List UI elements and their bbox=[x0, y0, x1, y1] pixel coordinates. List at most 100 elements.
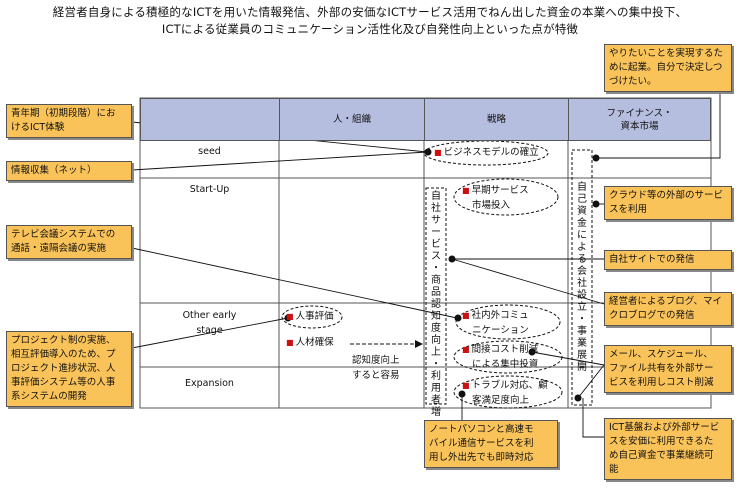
vertical-char: 資 bbox=[577, 206, 587, 217]
vertical-char: 自 bbox=[431, 191, 441, 202]
vertical-char: ー bbox=[431, 227, 441, 238]
stage-other-2: stage bbox=[196, 325, 223, 336]
header-blank bbox=[140, 98, 280, 141]
vertical-char: 会 bbox=[577, 266, 587, 277]
connector-want bbox=[596, 90, 721, 159]
vertical-char: 認 bbox=[431, 299, 441, 310]
vertical-char: に bbox=[577, 230, 587, 241]
note-want: やりたいことを実現するた めに起業。自分で決定しつ づけたい。 bbox=[604, 44, 732, 92]
connector-ict bbox=[582, 398, 604, 438]
vertical-char: 業 bbox=[577, 338, 587, 349]
note-pc-line-1: ノートパソコンと高速モ bbox=[429, 424, 534, 435]
item-internal-comm: ■社内外コミュ bbox=[462, 309, 529, 323]
item-internal-comm-label-1: 社内外コミュ bbox=[471, 310, 529, 321]
note-blog: 経営者によるブログ、マイ クロブログでの発信 bbox=[604, 292, 732, 326]
note-pc-line-3: 用し外出先でも即時対応 bbox=[429, 452, 534, 463]
vertical-char: 開 bbox=[577, 362, 587, 373]
dot-internal bbox=[454, 314, 462, 322]
stage-startup: Start-Up bbox=[189, 184, 230, 195]
dot-trouble bbox=[458, 390, 466, 398]
vertical-char: 度 bbox=[431, 323, 441, 334]
vertical-char: 社 bbox=[577, 278, 587, 289]
vertical-char: 増 bbox=[431, 407, 441, 418]
vertical-strategy-text: 自社サービス・商品認知度向上・利用者増 bbox=[430, 191, 442, 419]
note-info-line: 情報収集（ネット） bbox=[11, 165, 97, 176]
note-mail-line-2: ファイル共有を外部サー bbox=[609, 363, 714, 374]
note-ict: ICT基盤および外部サービ スを安価に利用できるた め自己資金で事業継続可 能 bbox=[604, 418, 732, 480]
vertical-char: 立 bbox=[577, 302, 587, 313]
dot-want bbox=[592, 154, 600, 162]
recognition-text-1: 認知度向上 bbox=[352, 355, 400, 366]
note-ict-line-2: スを安価に利用できるた bbox=[609, 436, 714, 447]
note-ict-line-4: 能 bbox=[609, 464, 619, 475]
ellipse-business-model bbox=[423, 140, 549, 166]
dot-cloud bbox=[592, 200, 600, 208]
note-ict-line-3: め自己資金で事業継続可 bbox=[609, 450, 714, 461]
item-business-model-label: ビジネスモデルの確立 bbox=[443, 147, 539, 158]
vertical-char: 事 bbox=[577, 326, 587, 337]
bullet-icon: ■ bbox=[462, 345, 470, 354]
note-tv-line-2: 通話・遠隔会議の実施 bbox=[11, 243, 107, 254]
note-pc: ノートパソコンと高速モ バイル通信サービスを利 用し外出先でも即時対応 bbox=[424, 420, 558, 468]
vertical-char: ・ bbox=[431, 263, 441, 274]
vertical-char: 己 bbox=[577, 194, 587, 205]
note-blog-line-2: クロブログでの発信 bbox=[609, 310, 695, 321]
header-strategy: 戦略 bbox=[424, 98, 569, 141]
note-cloud-line-1: クラウド等の外部のサービ bbox=[609, 190, 724, 201]
item-hr-eval-label: 人事評価 bbox=[295, 311, 334, 322]
note-mail-line-1: メール、スケジュール、 bbox=[609, 349, 713, 360]
vertical-char: 上 bbox=[431, 347, 441, 358]
connector-project bbox=[131, 317, 289, 349]
item-early-service-label-1: 早期サービス bbox=[471, 185, 529, 196]
note-ict-line-1: ICT基盤および外部サービ bbox=[609, 422, 720, 433]
bullet-icon: ■ bbox=[434, 148, 442, 157]
vertical-char: 金 bbox=[577, 218, 587, 229]
note-tv-line-1: テレビ会議システムでの bbox=[11, 229, 116, 240]
note-mail-line-3: ビスを利用しコスト削減 bbox=[609, 377, 714, 388]
header-people-label: 人・組織 bbox=[332, 114, 371, 125]
vertical-char: る bbox=[577, 254, 587, 265]
note-mail: メール、スケジュール、 ファイル共有を外部サー ビスを利用しコスト削減 bbox=[604, 345, 732, 393]
note-project: プロジェクト制の実施、 相互評価導入のため、プ ロジェクト進捗状況、人 事評価シ… bbox=[6, 331, 132, 407]
dot-finance-bottom bbox=[574, 394, 582, 402]
vertical-char: 知 bbox=[431, 311, 441, 322]
note-want-line-1: やりたいことを実現するた bbox=[609, 48, 724, 59]
dot-business-model bbox=[424, 148, 432, 156]
vertical-char: ・ bbox=[431, 359, 441, 370]
vertical-char: 設 bbox=[577, 290, 587, 301]
vertical-char: 向 bbox=[431, 335, 441, 346]
item-cost-cut: ■間接コスト削減 bbox=[462, 343, 538, 357]
connector-tv bbox=[131, 247, 458, 319]
item-hr-secure: ■人材確保 bbox=[286, 336, 334, 350]
vertical-char: ス bbox=[431, 251, 441, 262]
header-finance-label-2: 資本市場 bbox=[620, 120, 659, 132]
bullet-icon: ■ bbox=[286, 312, 294, 321]
note-youth: 青年期（初期段階）にお けるICT体験 bbox=[6, 104, 132, 138]
bullet-icon: ■ bbox=[462, 186, 470, 195]
vertical-char: 社 bbox=[431, 203, 441, 214]
note-want-line-2: めに起業。自分で決定しつ bbox=[609, 62, 723, 73]
note-project-line-2: 相互評価導入のため、プ bbox=[11, 349, 116, 360]
note-pc-line-2: バイル通信サービスを利 bbox=[429, 438, 534, 449]
item-cost-cut-2: による集中投資 bbox=[472, 359, 539, 370]
item-cost-cut-label-1: 間接コスト削減 bbox=[471, 344, 539, 355]
header-people: 人・組織 bbox=[279, 98, 425, 141]
vertical-box-finance bbox=[571, 149, 593, 406]
header-finance-label-1: ファイナンス・ bbox=[606, 107, 673, 119]
note-youth-line-2: けるICT体験 bbox=[11, 122, 65, 133]
dot-hr bbox=[284, 314, 292, 322]
item-trouble-2: 客満足度向上 bbox=[472, 395, 530, 406]
ellipse-internal-comm bbox=[455, 304, 561, 340]
vertical-char: 利 bbox=[431, 371, 441, 382]
note-info: 情報収集（ネット） bbox=[6, 161, 132, 181]
header-strategy-label: 戦略 bbox=[486, 114, 506, 125]
header-finance: ファイナンス・ 資本市場 bbox=[568, 98, 711, 141]
item-early-service: ■早期サービス bbox=[462, 184, 529, 198]
note-project-line-3: ロジェクト進捗状況、人 bbox=[11, 363, 116, 374]
connector-blog bbox=[451, 258, 605, 305]
bullet-icon: ■ bbox=[462, 311, 470, 320]
note-project-line-1: プロジェクト制の実施、 bbox=[11, 335, 116, 346]
stage-other-1: Other early bbox=[182, 310, 237, 321]
title-line-1: 経営者自身による積極的なICTを用いた情報発信、外部の安価なICTサービス活用で… bbox=[52, 5, 688, 19]
note-want-line-3: づけたい。 bbox=[609, 76, 657, 87]
